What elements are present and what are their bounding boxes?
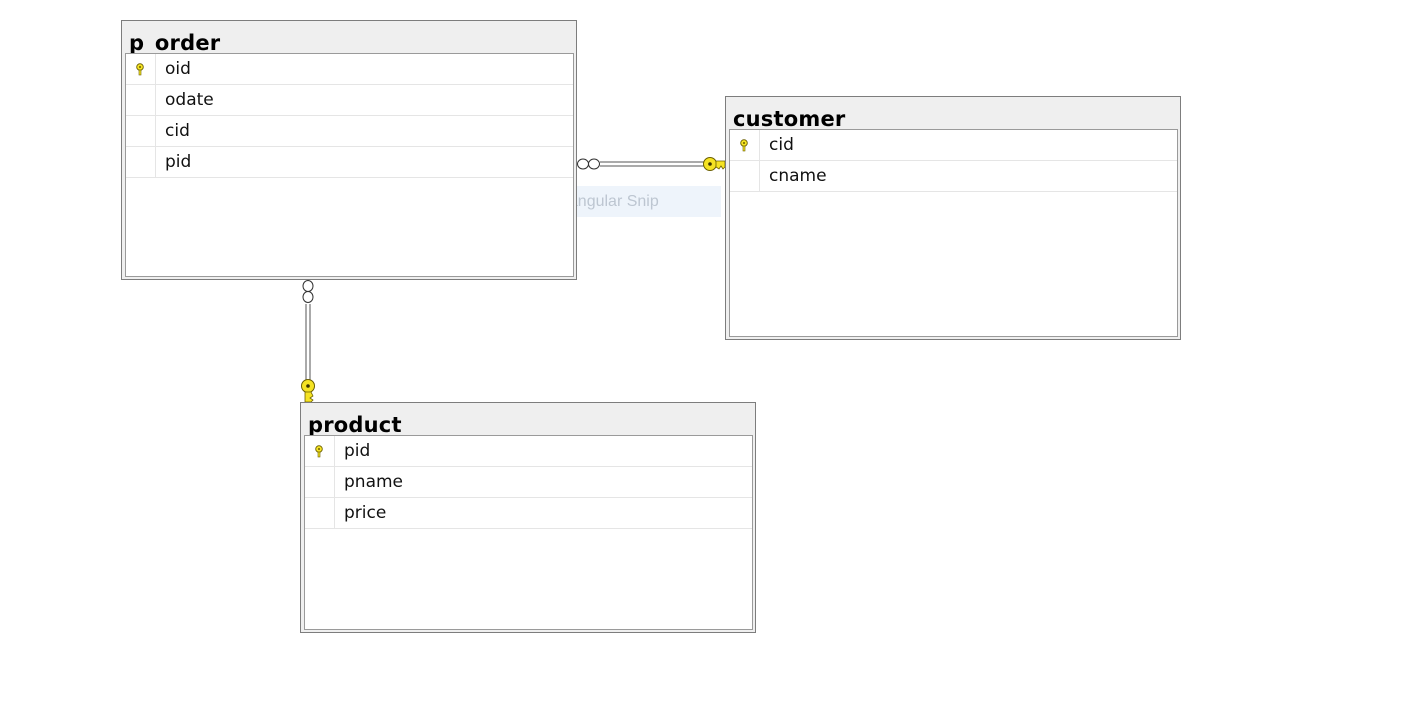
infinity-icon <box>302 280 314 303</box>
row-selector[interactable] <box>126 147 156 177</box>
row-selector[interactable] <box>305 498 335 528</box>
column-name: pname <box>344 472 404 492</box>
primary-key-icon <box>136 63 144 76</box>
column-name: cname <box>769 166 827 186</box>
column-grid: pid pname price <box>304 435 753 630</box>
primary-key-icon <box>315 445 323 458</box>
row-selector[interactable] <box>126 116 156 146</box>
column-name: odate <box>165 90 214 110</box>
row-selector[interactable] <box>305 436 335 466</box>
column-row-odate[interactable]: odate <box>126 85 573 116</box>
row-selector[interactable] <box>126 85 156 115</box>
column-row-pid[interactable]: pid <box>126 147 573 178</box>
table-customer[interactable]: customer cid cname <box>725 96 1181 340</box>
column-row-cname[interactable]: cname <box>730 161 1177 192</box>
relationship-porder-product[interactable] <box>301 280 315 403</box>
column-name: pid <box>344 441 371 461</box>
column-row-cid[interactable]: cid <box>730 130 1177 161</box>
row-selector[interactable] <box>305 467 335 497</box>
row-selector[interactable] <box>730 161 760 191</box>
table-p-order[interactable]: p_order oid odate cid pid <box>121 20 577 280</box>
table-title: p_order <box>129 31 221 55</box>
column-row-pid[interactable]: pid <box>305 436 752 467</box>
table-title: product <box>308 413 402 437</box>
table-product[interactable]: product pid pname price <box>300 402 756 633</box>
column-name: oid <box>165 59 191 79</box>
column-name: price <box>344 503 387 523</box>
column-name: cid <box>165 121 190 141</box>
key-icon <box>301 379 315 403</box>
column-row-oid[interactable]: oid <box>126 54 573 85</box>
column-row-pname[interactable]: pname <box>305 467 752 498</box>
column-grid: oid odate cid pid <box>125 53 574 277</box>
infinity-icon <box>577 158 600 170</box>
relationship-porder-customer[interactable] <box>577 157 726 171</box>
primary-key-icon <box>740 139 748 152</box>
column-name: pid <box>165 152 192 172</box>
column-grid: cid cname <box>729 129 1178 337</box>
table-title: customer <box>733 107 846 131</box>
column-row-price[interactable]: price <box>305 498 752 529</box>
column-row-cid[interactable]: cid <box>126 116 573 147</box>
column-name: cid <box>769 135 794 155</box>
key-icon <box>703 157 726 171</box>
row-selector[interactable] <box>126 54 156 84</box>
row-selector[interactable] <box>730 130 760 160</box>
